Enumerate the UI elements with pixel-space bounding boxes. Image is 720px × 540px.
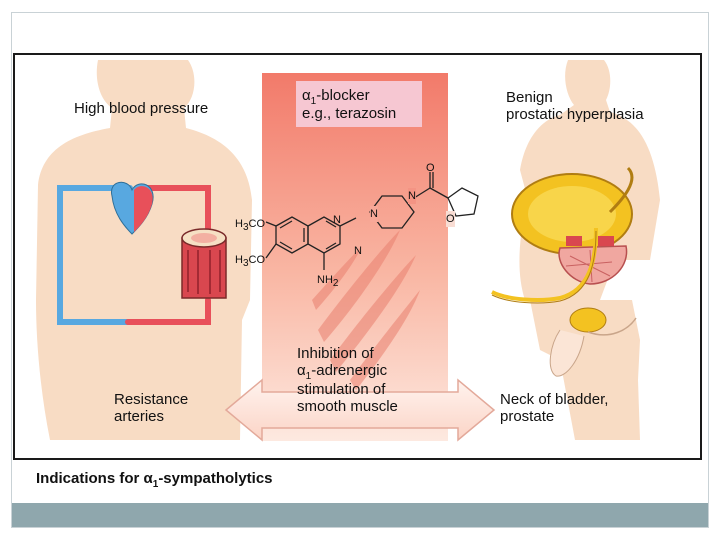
n-atom-2: N [354, 245, 362, 257]
resistance-label-line2: arteries [114, 408, 165, 425]
bladder-prostate [491, 166, 634, 304]
carbonyl-oxygen: O [426, 162, 435, 174]
heart-right [134, 186, 153, 232]
caption-prefix: Indications for [36, 470, 144, 487]
bph-label-line2: prostatic hyperplasia [506, 106, 644, 123]
blocker-rest: -blocker [316, 87, 370, 104]
left-torso-silhouette [36, 60, 252, 440]
bph-label-line1: Benign [506, 89, 553, 106]
methoxy-top-co: CO [248, 218, 266, 230]
blocker-label-line1: α1-blocker [302, 88, 370, 110]
inhibition-label-line1: Inhibition of [297, 345, 374, 362]
smooth-muscle-cells [312, 230, 420, 390]
terazosin-molecule [265, 172, 479, 270]
lower-anatomy [549, 307, 637, 377]
amine-nh: NH [317, 274, 333, 286]
methoxy-top-sub: 3 [242, 222, 249, 234]
footer-bar [12, 503, 708, 527]
n-atom-3: N [370, 206, 378, 222]
methoxy-bottom-h: H [235, 254, 243, 266]
inhibition-label-line4: smooth muscle [297, 398, 398, 415]
high-blood-pressure-label: High blood pressure [74, 100, 209, 117]
blocker-alpha-sub: 1 [310, 96, 317, 107]
n-atom-4: N [408, 188, 416, 204]
inhibition-rest: -adrenergic [311, 362, 388, 379]
inhibition-label-line2: α1-adrenergic [297, 363, 387, 385]
blocker-label-line2: e.g., terazosin [302, 105, 397, 122]
neck-label-line1: Neck of bladder, [500, 391, 609, 408]
inhibition-label-line3: stimulation of [297, 381, 386, 398]
slide-frame [11, 12, 709, 528]
methoxy-bottom-co: CO [248, 254, 266, 266]
methoxy-bottom-sub: 3 [242, 258, 249, 270]
caption-rest: -sympatholytics [158, 470, 273, 487]
methoxy-top-label: H3CO [235, 216, 265, 236]
inhibition-alpha: α [297, 362, 306, 379]
methoxy-top-h: H [235, 218, 243, 230]
blocker-alpha: α [302, 87, 311, 104]
methoxy-bottom-label: H3CO [235, 252, 265, 272]
circulation-loop [57, 185, 211, 325]
inhibition-alpha-sub: 1 [305, 371, 312, 382]
ring-oxygen: O [446, 211, 455, 227]
resistance-artery [181, 228, 227, 299]
figure-caption: Indications for α1-sympatholytics [36, 470, 273, 490]
neck-label-line2: prostate [500, 408, 555, 425]
caption-sub: 1 [152, 479, 159, 490]
amine-sub: 2 [332, 278, 339, 290]
n-atom-1: N [333, 214, 341, 226]
caption-alpha: α [143, 470, 153, 487]
double-arrow [224, 378, 496, 442]
blocker-box [296, 81, 422, 127]
amine-label: NH2 [317, 272, 338, 292]
resistance-label-line1: Resistance [114, 391, 189, 408]
